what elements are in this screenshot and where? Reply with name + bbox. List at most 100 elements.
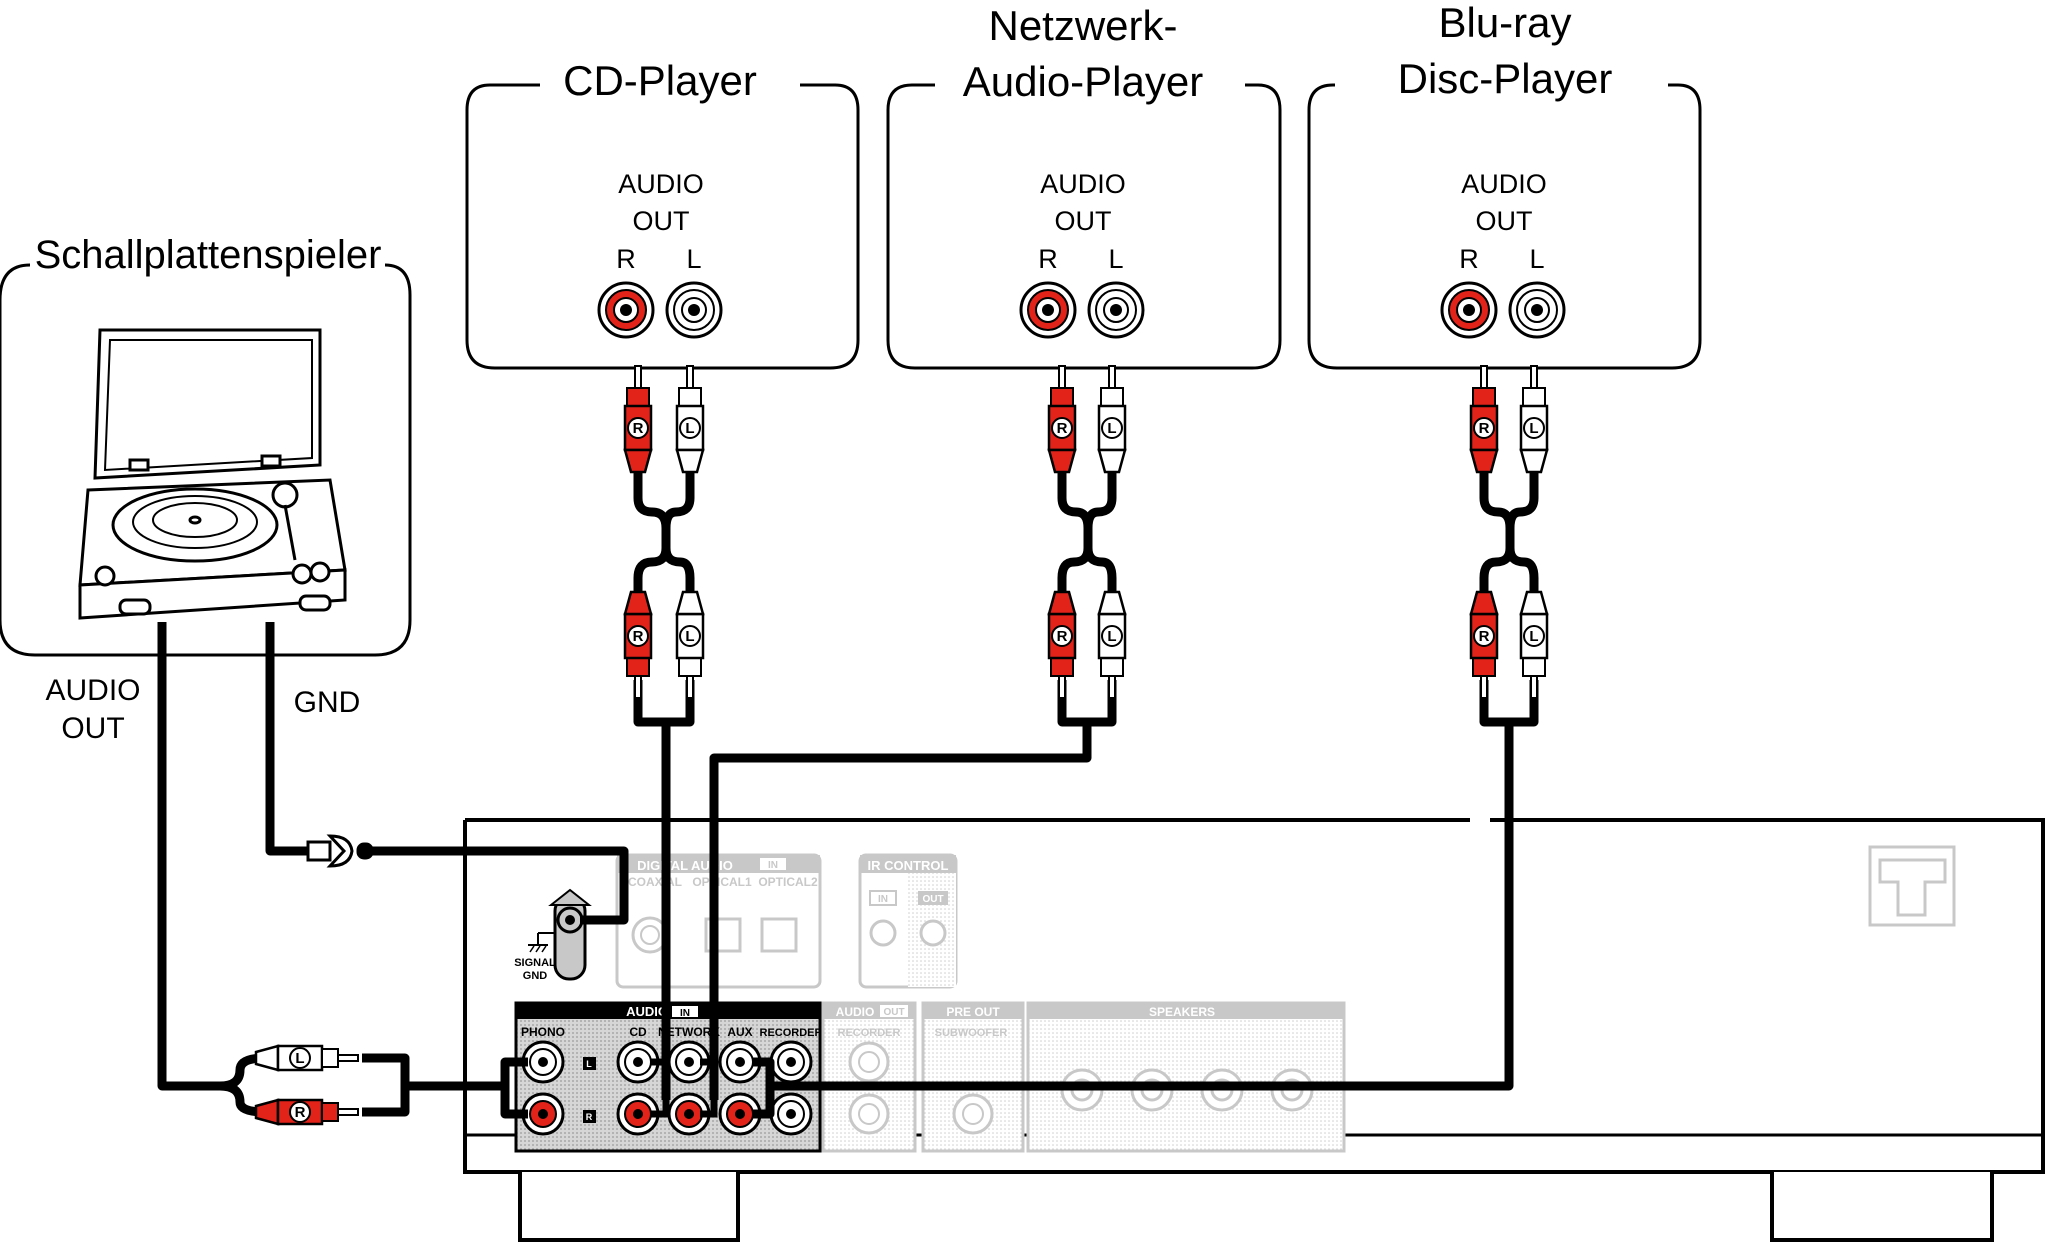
cd-audio-label: AUDIO (618, 169, 704, 199)
gnd-wire-receiver (370, 846, 629, 925)
network-r-jack (1019, 281, 1077, 339)
gnd-label: GND (523, 970, 548, 982)
cables (157, 452, 1539, 1119)
ir-control-panel: IR CONTROL IN OUT (858, 853, 958, 989)
bluray-r-label: R (1459, 244, 1479, 274)
network-bottom-r-plug-letter: R (1057, 628, 1068, 645)
bluray-top-r-plug-letter: R (1479, 420, 1490, 437)
bluray-top-l-plug: L (1519, 365, 1549, 474)
digital-in-tag: IN (768, 860, 778, 871)
cd-r-input-jack (616, 1092, 660, 1136)
network-bottom-r-plug: R (1047, 590, 1077, 699)
ir-out-tag: OUT (922, 894, 943, 905)
cd-cable-l-upper (661, 452, 695, 529)
phono-l-jack (521, 1040, 565, 1084)
speakers-panel: SPEAKERS (1026, 1001, 1346, 1153)
gnd-wire-turntable (265, 622, 310, 856)
bluray-player-box: Blu-ray Disc-Player AUDIO OUT R L (1307, 0, 1702, 370)
audio-out-recorder-label: RECORDER (838, 1027, 901, 1039)
phono-wire (157, 622, 220, 1091)
network-wire-down (709, 722, 1092, 1100)
network-player-title-2: Audio-Player (963, 58, 1203, 105)
turntable-audio-out-2: OUT (61, 712, 124, 745)
network-player-title-1: Netzwerk- (988, 2, 1177, 49)
bluray-title-1: Blu-ray (1438, 0, 1571, 46)
network-out-label: OUT (1055, 206, 1112, 236)
network-cable-l-lower (1083, 547, 1117, 612)
pre-out-panel: PRE OUT SUBWOOFER (921, 1001, 1025, 1153)
source-jacks (597, 281, 1566, 339)
cd-r-label: R (616, 244, 636, 274)
signal-gnd-terminal: SIGNAL GND (514, 888, 592, 982)
phono-bracket (362, 1053, 410, 1117)
network-l-input-jack (667, 1040, 711, 1084)
bluray-wire-r (752, 1086, 775, 1119)
recorder-r-input-jack (769, 1092, 813, 1136)
bluray-l-label: L (1529, 244, 1544, 274)
network-cable-l-upper (1083, 452, 1117, 529)
network-bottom-l-plug: L (1097, 590, 1127, 699)
network-l-jack (1087, 281, 1145, 339)
optical1-label: OPTICAL1 (692, 875, 752, 889)
network-audio-label: AUDIO (1040, 169, 1126, 199)
rca-plugs: R L R L R L R L R L R L L R (254, 365, 1549, 1126)
bluray-audio-label: AUDIO (1461, 169, 1547, 199)
audio-out-label: AUDIO (836, 1005, 875, 1019)
subwoofer-label: SUBWOOFER (935, 1027, 1008, 1039)
turntable-gnd-label: GND (294, 686, 361, 719)
cd-player-box: CD-Player AUDIO OUT R L (465, 57, 860, 370)
network-top-r-plug: R (1047, 365, 1077, 474)
turntable-box: Schallplattenspieler (0, 233, 412, 657)
network-cable-r (1057, 452, 1093, 612)
network-top-l-plug-letter: L (1107, 420, 1116, 437)
audio-out-panel: AUDIO OUT RECORDER (821, 1001, 917, 1153)
ir-in-tag: IN (878, 894, 888, 905)
audio-in-tag: IN (680, 1008, 690, 1019)
bluray-out-label: OUT (1476, 206, 1533, 236)
cd-bottom-r-plug-letter: R (633, 628, 644, 645)
cd-input-label: CD (629, 1025, 647, 1039)
cd-top-l-plug-letter: L (685, 420, 694, 437)
bluray-cable-l-lower (1505, 547, 1539, 612)
bluray-cable-l-upper (1505, 452, 1539, 529)
pre-out-label: PRE OUT (946, 1005, 1000, 1019)
phono-l-plug: L (254, 1044, 359, 1072)
channel-l-label: L (586, 1059, 592, 1069)
network-l-label: L (1108, 244, 1123, 274)
phono-label: PHONO (521, 1025, 565, 1039)
network-bracket (1057, 680, 1117, 727)
recorder-l-input-jack (769, 1040, 813, 1084)
network-bottom-l-plug-letter: L (1107, 628, 1116, 645)
speakers-label: SPEAKERS (1149, 1005, 1215, 1019)
turntable-title: Schallplattenspieler (35, 233, 382, 277)
turntable-audio-out-1: AUDIO (45, 674, 140, 707)
channel-r-label: R (586, 1112, 593, 1122)
bluray-l-jack (1508, 281, 1566, 339)
cd-bottom-r-plug: R (623, 590, 653, 699)
network-top-l-plug: L (1097, 365, 1127, 474)
input-brackets (650, 1058, 718, 1118)
turntable-icon (78, 328, 347, 620)
bluray-title-2: Disc-Player (1398, 55, 1613, 102)
network-r-label: R (1038, 244, 1058, 274)
cd-bottom-l-plug: L (675, 590, 705, 699)
phono-to-jack-l (405, 1057, 528, 1091)
signal-label: SIGNAL (514, 957, 556, 969)
bluray-top-l-plug-letter: L (1529, 420, 1538, 437)
cd-top-r-plug: R (623, 365, 653, 474)
cd-l-label: L (686, 244, 701, 274)
phono-wire-r (219, 1081, 266, 1117)
network-top-r-plug-letter: R (1057, 420, 1068, 437)
network-input-bracket (700, 1058, 718, 1118)
bluray-top-r-plug: R (1469, 365, 1499, 474)
phono-l-plug-letter: L (295, 1050, 304, 1067)
network-input-label: NETWORK (658, 1025, 720, 1039)
bluray-bottom-r-plug-letter: R (1479, 628, 1490, 645)
cd-top-l-plug: L (675, 365, 705, 474)
bluray-bottom-l-plug-letter: L (1529, 628, 1538, 645)
phono-r-jack (521, 1092, 565, 1136)
cd-cable-l-lower (661, 547, 695, 612)
optical2-label: OPTICAL2 (758, 875, 818, 889)
bluray-r-jack (1440, 281, 1498, 339)
